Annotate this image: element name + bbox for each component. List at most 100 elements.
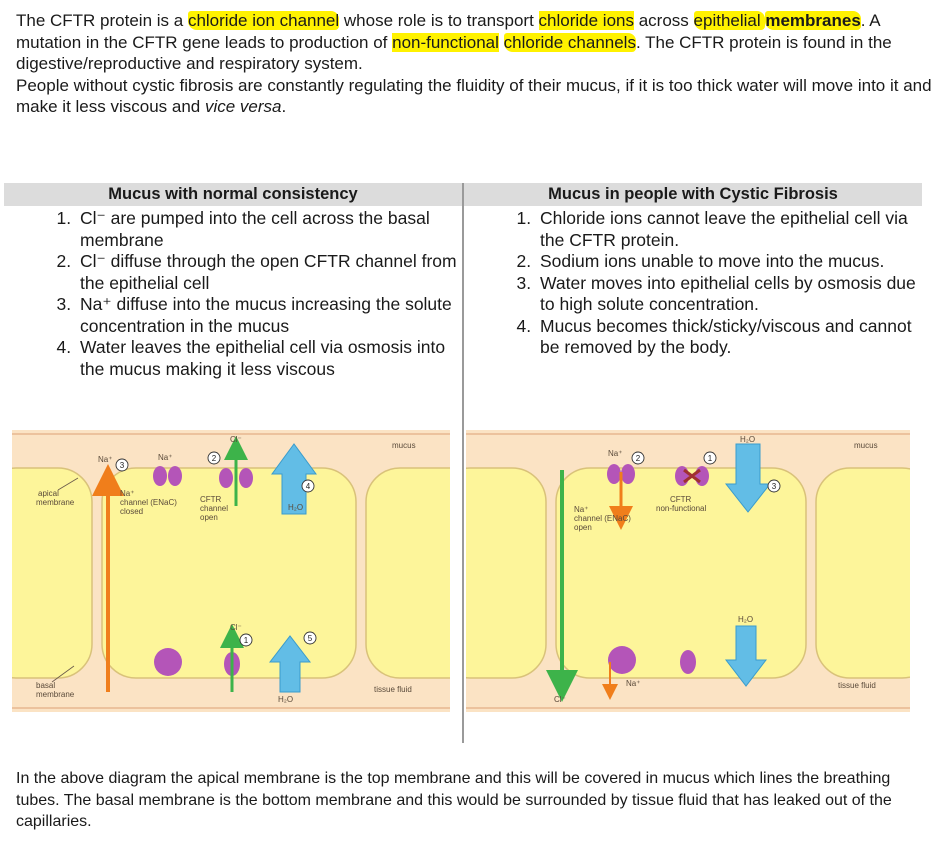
highlight-non-functional: non-functional xyxy=(392,32,499,52)
intro-text-run xyxy=(499,33,504,52)
water-arrow-top xyxy=(724,443,772,513)
cf-step: Sodium ions unable to move into the mucu… xyxy=(536,251,922,273)
column-divider xyxy=(462,183,464,743)
mucus-label: mucus xyxy=(854,441,878,450)
basal-pump xyxy=(154,648,182,676)
cl-label-bottom: Cl⁻ xyxy=(230,623,242,632)
highlight-chloride-channels: chloride channels xyxy=(503,32,636,52)
water-arrow-bottom xyxy=(724,625,768,687)
basal-pointer xyxy=(51,665,75,683)
h2o-label-bottom: H₂O xyxy=(738,615,753,624)
comparison-table: Mucus with normal consistency Cl⁻ are pu… xyxy=(4,183,922,743)
step-1-marker xyxy=(703,451,717,465)
water-arrow-top xyxy=(271,443,317,515)
step-4-marker xyxy=(301,479,315,493)
cl-label: Cl⁻ xyxy=(554,695,566,704)
intro-text-run: whose role is to transport xyxy=(339,11,539,30)
step-1-marker xyxy=(239,633,253,647)
cf-step: Chloride ions cannot leave the epithelia… xyxy=(536,208,922,251)
intro-text-run: across xyxy=(634,11,694,30)
normal-column: Mucus with normal consistency Cl⁻ are pu… xyxy=(4,183,462,380)
intro-text-run: . The CFTR protein is found in the diges… xyxy=(16,32,892,74)
enac-subunit-left xyxy=(153,466,167,486)
water-arrow-bottom xyxy=(268,635,312,693)
enac-label: Na⁺channel (ENaC)open xyxy=(574,505,631,532)
neighbour-cell-right xyxy=(815,467,910,679)
na-label-bottom: Na⁺ xyxy=(626,679,640,688)
basal-pump xyxy=(608,646,636,674)
intro-text-run: . xyxy=(281,97,287,116)
intro-paragraph-2: People without cystic fibrosis are const… xyxy=(16,75,936,118)
cftr-subunit-left xyxy=(675,466,689,486)
highlight-membranes: membranes xyxy=(765,11,861,30)
step-2-marker xyxy=(207,451,221,465)
step-4-number: 4 xyxy=(306,482,311,491)
mucus-label: mucus xyxy=(392,441,416,450)
step-3-number: 3 xyxy=(120,461,125,470)
enac-subunit-left xyxy=(607,464,621,484)
intro-paragraph-1: The CFTR protein is a chloride ion chann… xyxy=(16,10,936,75)
step-5-marker xyxy=(303,631,317,645)
highlight-chloride-ions: chloride ions xyxy=(538,11,634,30)
cftr-subunit-right xyxy=(239,468,253,488)
outro-paragraph: In the above diagram the apical membrane… xyxy=(16,770,892,830)
cf-column-heading: Mucus in people with Cystic Fibrosis xyxy=(464,183,922,206)
cl-label-top: Cl⁻ xyxy=(230,435,242,444)
cftr-subunit-right xyxy=(695,466,709,486)
step-1-number: 1 xyxy=(708,454,713,463)
intro-text: The CFTR protein is a chloride ion chann… xyxy=(16,10,936,118)
step-3-number: 3 xyxy=(772,482,777,491)
normal-step: Na⁺ diffuse into the mucus increasing th… xyxy=(76,294,462,337)
outro-text: In the above diagram the apical membrane… xyxy=(16,768,936,833)
cftr-subunit-left xyxy=(219,468,233,488)
na-label: Na⁺ xyxy=(98,455,112,464)
cf-step: Mucus becomes thick/sticky/viscous and c… xyxy=(536,316,922,359)
intro-text-run: . A mutation in the CFTR gene leads to p… xyxy=(16,11,880,52)
enac-na-label: Na⁺ xyxy=(158,453,172,462)
epithelial-cell xyxy=(101,467,357,679)
neighbour-cell-right xyxy=(365,467,450,679)
apical-pointer xyxy=(57,477,79,491)
normal-steps-list: Cl⁻ are pumped into the cell across the … xyxy=(4,208,462,380)
h2o-label-top: H₂O xyxy=(288,503,303,512)
neighbour-cell-left xyxy=(466,467,547,679)
cf-steps-list: Chloride ions cannot leave the epithelia… xyxy=(464,208,922,359)
step-2-number: 2 xyxy=(212,454,217,463)
na-label-top: Na⁺ xyxy=(608,449,622,458)
basal-channel xyxy=(680,650,696,674)
intro-text-run: People without cystic fibrosis are const… xyxy=(16,75,932,117)
cf-step: Water moves into epithelial cells by osm… xyxy=(536,273,922,316)
normal-step: Water leaves the epithelial cell via osm… xyxy=(76,337,462,380)
intro-italic-run: vice versa xyxy=(204,97,282,116)
step-3-marker xyxy=(115,458,129,472)
tissue-fluid-label: tissue fluid xyxy=(838,681,876,690)
enac-label: Na⁺channel (ENaC)closed xyxy=(120,489,177,516)
step-5-number: 5 xyxy=(308,634,313,643)
step-1-number: 1 xyxy=(244,636,249,645)
cftr-blocked-mark xyxy=(683,468,701,484)
neighbour-cell-left xyxy=(12,467,93,679)
step-3-marker xyxy=(767,479,781,493)
normal-step: Cl⁻ are pumped into the cell across the … xyxy=(76,208,462,251)
normal-column-heading: Mucus with normal consistency xyxy=(4,183,462,206)
cf-diagram-svg: mucus tissue fluid Cl⁻ Na⁺ 2 Na⁺channel … xyxy=(466,430,910,712)
h2o-label-bottom: H₂O xyxy=(278,695,293,704)
highlight-epithelial: epithelial xyxy=(693,11,766,30)
normal-step: Cl⁻ diffuse through the open CFTR channe… xyxy=(76,251,462,294)
enac-subunit-right xyxy=(168,466,182,486)
highlight-chloride-ion-channel: chloride ion channel xyxy=(187,11,340,30)
cf-column: Mucus in people with Cystic Fibrosis Chl… xyxy=(464,183,922,359)
enac-subunit-right xyxy=(621,464,635,484)
intro-text-run: The CFTR protein is a xyxy=(16,11,188,30)
step-2-number: 2 xyxy=(636,454,641,463)
tissue-fluid-label: tissue fluid xyxy=(374,685,412,694)
cf-epithelium-diagram: mucus tissue fluid Cl⁻ Na⁺ 2 Na⁺channel … xyxy=(466,430,910,712)
step-2-marker xyxy=(631,451,645,465)
h2o-label-top: H₂O xyxy=(740,435,755,444)
